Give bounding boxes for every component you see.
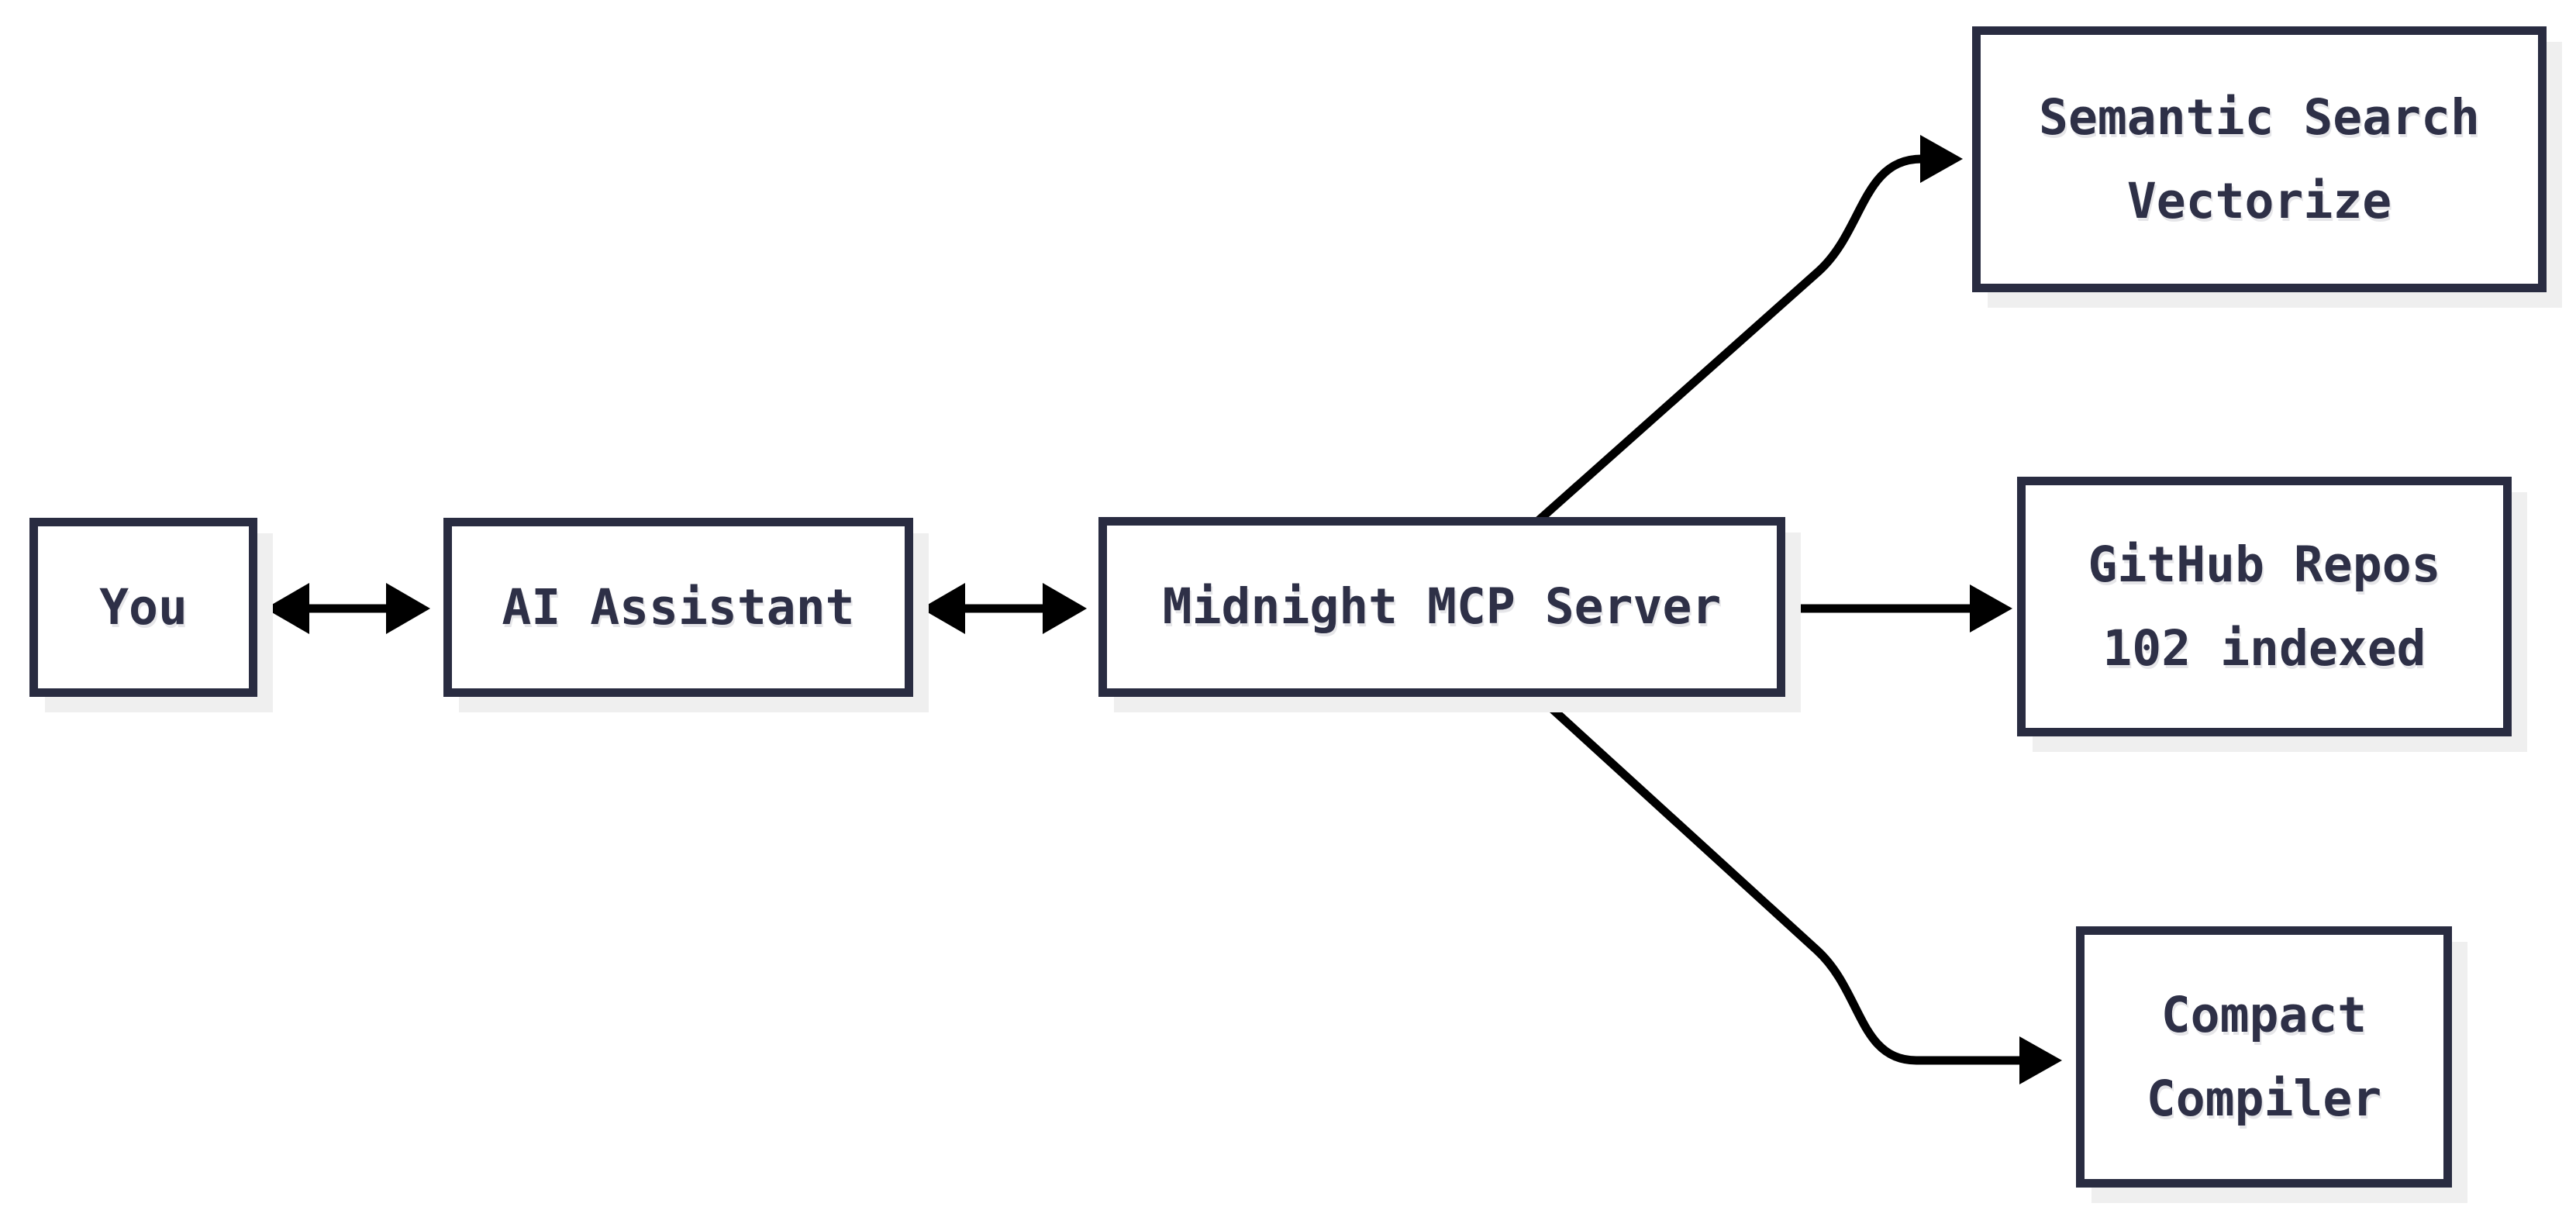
node-midnight-mcp-server-label: Midnight MCP Server xyxy=(1162,578,1722,635)
node-you: You xyxy=(29,518,257,697)
node-github-repos: GitHub Repos 102 indexed xyxy=(2017,477,2512,736)
node-semantic-search-line1: Semantic Search xyxy=(2039,88,2480,146)
arrow-ai-mcp-bidirectional xyxy=(921,583,1087,634)
arrow-mcp-github xyxy=(1785,584,2012,633)
node-github-repos-line2: 102 indexed xyxy=(2102,619,2426,677)
node-semantic-search-vectorize: Semantic Search Vectorize xyxy=(1972,26,2547,292)
node-ai-assistant: AI Assistant xyxy=(443,518,913,697)
node-midnight-mcp-server: Midnight MCP Server xyxy=(1098,517,1785,697)
arrow-mcp-compact xyxy=(1533,691,2062,1084)
arrow-you-ai-bidirectional xyxy=(265,583,430,634)
arrow-mcp-semantic xyxy=(1535,135,1963,525)
node-semantic-search-line2: Vectorize xyxy=(2126,172,2392,229)
node-ai-assistant-label: AI Assistant xyxy=(502,578,855,636)
node-compact-compiler-line2: Compiler xyxy=(2146,1070,2382,1127)
node-github-repos-line1: GitHub Repos xyxy=(2088,536,2441,593)
node-compact-compiler: Compact Compiler xyxy=(2076,926,2452,1188)
node-compact-compiler-line1: Compact xyxy=(2160,986,2367,1043)
node-you-label: You xyxy=(99,578,188,636)
